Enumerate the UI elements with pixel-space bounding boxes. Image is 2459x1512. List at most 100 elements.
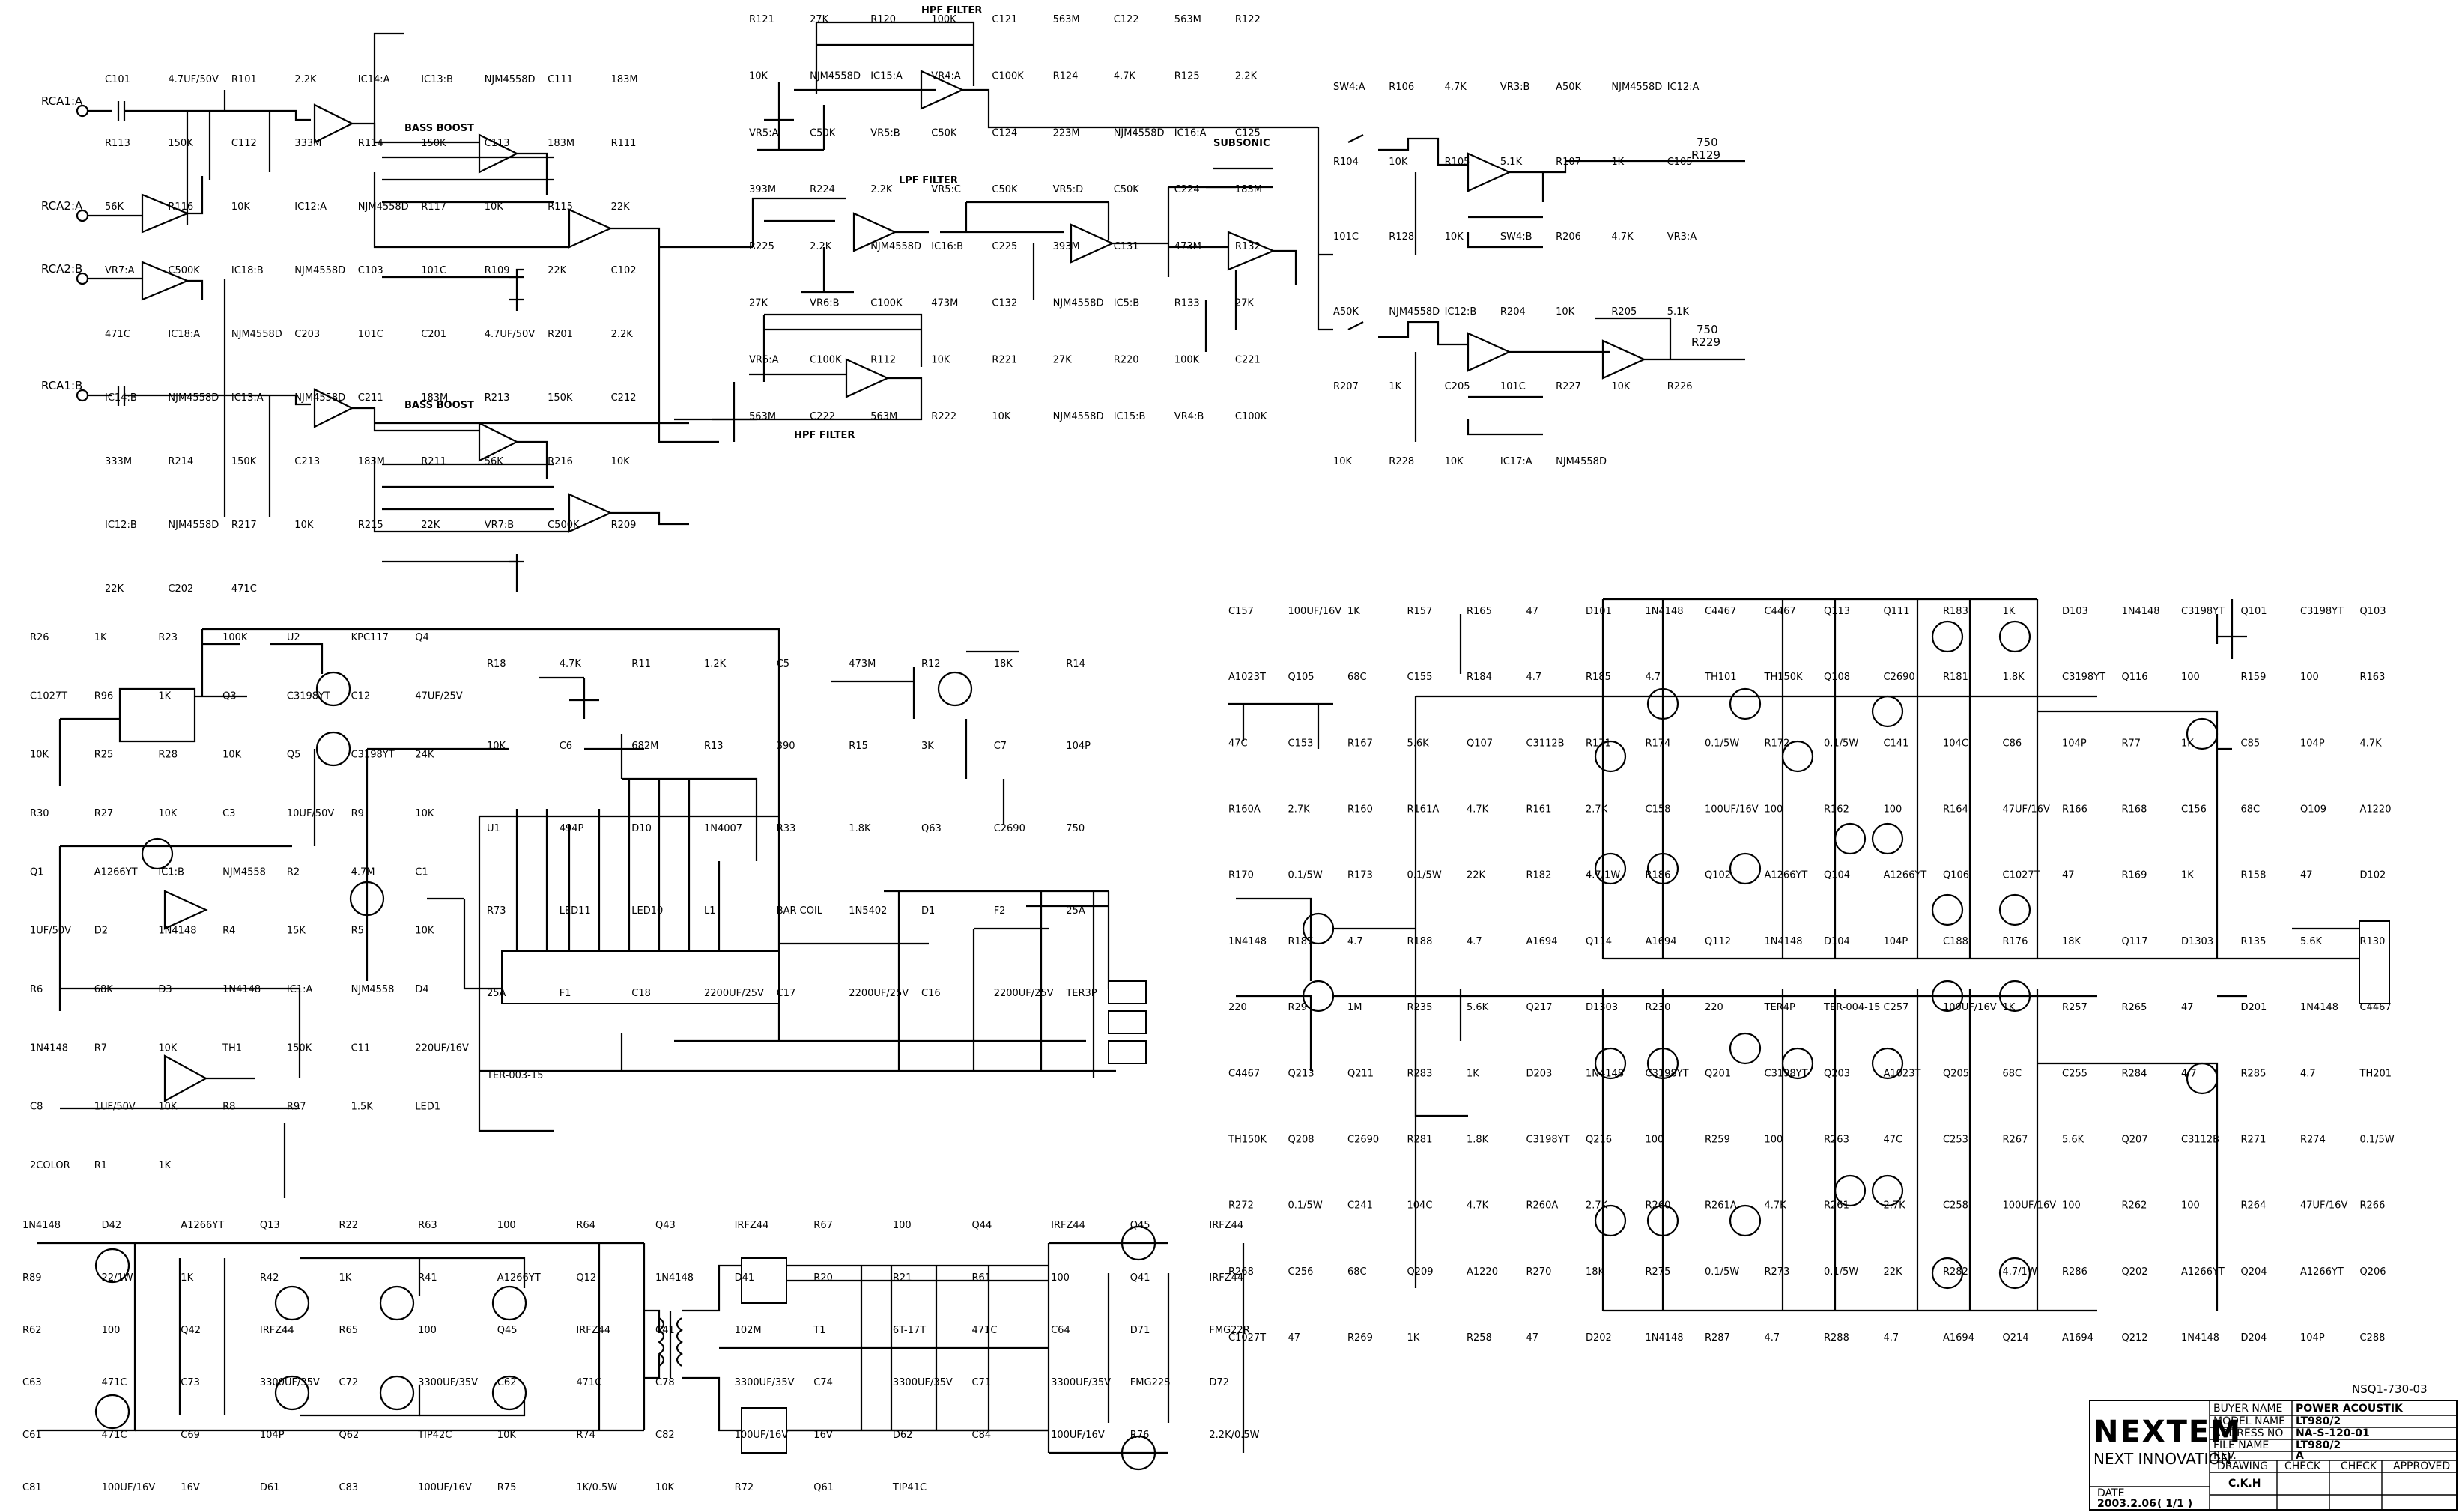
protect-label: 10K: [30, 750, 49, 761]
preamp-label: 183M: [421, 392, 448, 404]
output-label: 101C: [1333, 231, 1359, 243]
protect-label: C3: [222, 808, 235, 819]
filter-label: 10K: [931, 354, 950, 365]
amp-label: R261: [1824, 1200, 1849, 1212]
amp-label: 47UF/16V: [2300, 1200, 2347, 1212]
amp-label: C2690: [1884, 672, 1915, 683]
amp-label: 5.6K: [1467, 1002, 1489, 1013]
filter-label: VR4:B: [1174, 411, 1204, 422]
amp-label: Q201: [1705, 1068, 1731, 1079]
amp-label: R257: [2062, 1002, 2087, 1013]
amp-label: 104C: [1407, 1200, 1433, 1212]
pwm-label: 2200UF/25V: [704, 988, 764, 999]
power-label: Q13: [260, 1220, 280, 1231]
amp-label: 2.7K: [1288, 804, 1311, 816]
amp-label: R260: [1646, 1200, 1671, 1212]
amp-label: 1N4148: [1646, 606, 1684, 617]
amp-label: Q206: [2360, 1266, 2386, 1278]
power-label: 100UF/16V: [102, 1482, 156, 1493]
amp-label: 0.1/5W: [1824, 738, 1858, 749]
amp-label: C3198YT: [1646, 1068, 1689, 1079]
amp-label: Q107: [1467, 738, 1493, 749]
output-label: R204: [1500, 306, 1526, 318]
preamp-label: 22K: [611, 201, 631, 213]
power-label: 16V: [181, 1482, 200, 1493]
protect-label: Q5: [287, 750, 301, 761]
amp-label: 68C: [1347, 1266, 1367, 1278]
pwm-label: R33: [777, 823, 796, 834]
amp-label: 1M: [1347, 1002, 1362, 1013]
amp-label: 100UF/16V: [1288, 606, 1342, 617]
filter-label: C100K: [810, 354, 842, 365]
protect-label: 1N4148: [222, 984, 261, 995]
power-label: IRFZ44: [1209, 1272, 1243, 1284]
amp-label: Q205: [1943, 1068, 1969, 1079]
preamp-label: 150K: [548, 392, 573, 404]
preamp-label: C113: [485, 138, 510, 149]
section-bass-b: BASS BOOST: [404, 400, 474, 411]
protect-label: 1N4148: [30, 1042, 68, 1054]
amp-label: Q211: [1347, 1068, 1374, 1079]
amp-label: Q213: [1288, 1068, 1315, 1079]
preamp-label: IC12:A: [294, 201, 327, 213]
pwm-label: 1N5402: [849, 905, 887, 917]
power-label: D41: [735, 1272, 755, 1284]
amp-label: R183: [1943, 606, 1968, 617]
protect-label: NJM4558: [222, 866, 266, 878]
filter-label: C50K: [1114, 184, 1140, 195]
power-label: IRFZ44: [260, 1325, 294, 1336]
amp-label: 104P: [2300, 1332, 2325, 1344]
amp-label: R163: [2360, 672, 2386, 683]
protect-label: 1K: [158, 1160, 171, 1171]
preamp-label: IC13:A: [231, 392, 264, 404]
protect-label: R2: [287, 866, 300, 878]
amp-label: 100: [2181, 1200, 2200, 1212]
amp-label: R160: [1347, 804, 1373, 816]
protect-label: R27: [94, 808, 114, 819]
tb-val-address: NA-S-120-01: [2296, 1427, 2370, 1439]
amp-label: 4.7: [1646, 672, 1661, 683]
power-label: R65: [339, 1325, 359, 1336]
output-label: IC12:A: [1667, 82, 1700, 93]
amp-label: 4.7: [1467, 936, 1482, 947]
pwm-label: TER-003-15: [486, 1070, 543, 1081]
document-number: NSQ1-730-03: [2352, 1382, 2428, 1396]
amp-label: 4.7: [1884, 1332, 1899, 1344]
output-label: R206: [1556, 231, 1581, 243]
filter-label: NJM4558D: [1053, 298, 1104, 309]
amp-label: 4.7K: [1765, 1200, 1787, 1212]
power-label: 100UF/16V: [1051, 1430, 1105, 1441]
protect-label: 10K: [158, 1042, 178, 1054]
amp-label: 1N4148: [1765, 936, 1803, 947]
amp-label: R269: [1347, 1332, 1373, 1344]
protect-label: R23: [158, 632, 178, 643]
amp-label: D104: [1824, 936, 1850, 947]
amp-label: 104C: [1943, 738, 1968, 749]
tb-date: 2003.2.06: [2097, 1498, 2156, 1510]
filter-label: VR4:A: [931, 71, 961, 82]
preamp-label: C112: [231, 138, 257, 149]
power-label: 3300UF/35V: [735, 1377, 795, 1388]
amp-label: C3112B: [2181, 1135, 2219, 1146]
amp-label: 100UF/16V: [1943, 1002, 1997, 1013]
protect-label: R28: [158, 750, 178, 761]
pwm-label: R11: [631, 658, 651, 670]
power-label: D71: [1130, 1325, 1150, 1336]
amp-label: TH150K: [1764, 672, 1804, 683]
amp-label: 4.7: [2300, 1068, 2316, 1079]
tb-key-address: ADDRESS NO: [2213, 1427, 2283, 1439]
amp-label: A1220: [1467, 1266, 1498, 1278]
pwm-label: 2200UF/25V: [994, 988, 1054, 999]
amp-label: 1K: [2003, 606, 2016, 617]
preamp-label: C201: [421, 329, 446, 340]
amp-label: R173: [1347, 870, 1373, 881]
amp-label: 1N4148: [1586, 1068, 1624, 1079]
filter-label: C100K: [992, 71, 1024, 82]
pwm-label: D1: [921, 905, 935, 917]
amp-label: 1K: [1347, 606, 1360, 617]
amp-label: R176: [2003, 936, 2028, 947]
preamp-label: 183M: [611, 74, 638, 85]
amp-label: C86: [2003, 738, 2022, 749]
preamp-label: R201: [548, 329, 573, 340]
amp-label: 1K: [1467, 1068, 1479, 1079]
